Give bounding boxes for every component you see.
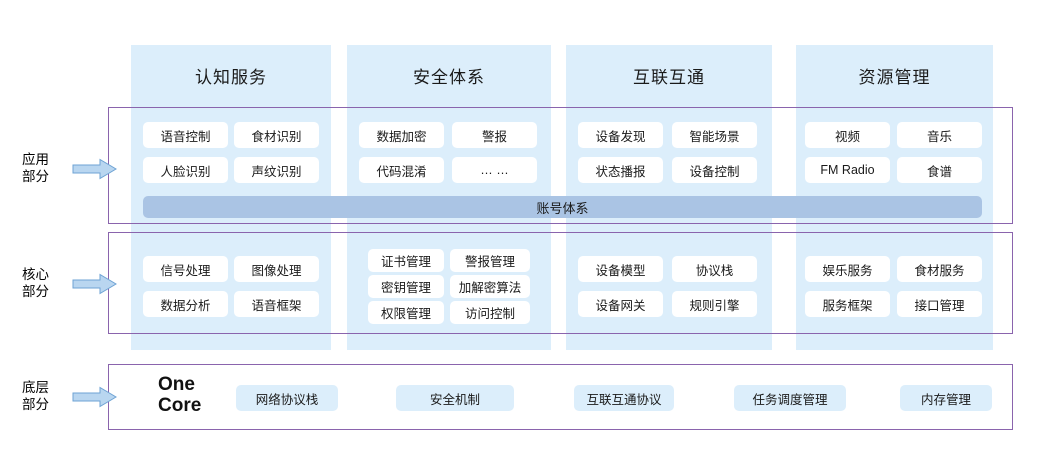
base-chip[interactable]: 安全机制 [396,385,514,411]
column-title-interconnection: 互联互通 [633,68,705,87]
core-chip[interactable]: 接口管理 [897,291,982,317]
app-chip[interactable]: 音乐 [897,122,982,148]
core-chip[interactable]: 食材服务 [897,256,982,282]
right-arrow-icon-application [72,158,118,185]
base-chip[interactable]: 网络协议栈 [236,385,338,411]
core-chip[interactable]: 图像处理 [234,256,319,282]
app-chip[interactable]: 智能场景 [672,122,757,148]
app-chip[interactable]: 设备控制 [672,157,757,183]
core-chip[interactable]: 设备网关 [578,291,663,317]
app-chip[interactable]: 语音控制 [143,122,228,148]
app-chip[interactable]: 警报 [452,122,537,148]
column-title-security-system: 安全体系 [413,68,485,87]
core-chip[interactable]: 设备模型 [578,256,663,282]
layer-label-application: 应用 部分 [22,152,49,184]
right-arrow-icon-base [72,386,118,413]
layer-frame-core [108,232,1013,334]
core-chip[interactable]: 协议栈 [672,256,757,282]
layer-label-base: 底层 部分 [22,380,49,412]
core-chip[interactable]: 娱乐服务 [805,256,890,282]
core-chip[interactable]: 加解密算法 [450,275,530,298]
app-chip[interactable]: 视频 [805,122,890,148]
core-chip[interactable]: 服务框架 [805,291,890,317]
core-chip[interactable]: 规则引擎 [672,291,757,317]
app-chip[interactable]: 状态播报 [578,157,663,183]
app-chip[interactable]: 人脸识别 [143,157,228,183]
layer-label-core: 核心 部分 [22,267,49,299]
right-arrow-icon-core [72,273,118,300]
app-chip[interactable]: 代码混淆 [359,157,444,183]
column-title-cognitive-services: 认知服务 [195,68,267,87]
core-chip[interactable]: 警报管理 [450,249,530,272]
app-chip[interactable]: FM Radio [805,157,890,183]
base-chip[interactable]: 互联互通协议 [574,385,674,411]
base-chip[interactable]: 内存管理 [900,385,992,411]
core-chip[interactable]: 证书管理 [368,249,444,272]
app-chip[interactable]: 食材识别 [234,122,319,148]
base-chip[interactable]: 任务调度管理 [734,385,846,411]
app-chip[interactable]: 数据加密 [359,122,444,148]
core-chip[interactable]: 权限管理 [368,301,444,324]
app-chip[interactable]: … … [452,157,537,183]
account-system-bar[interactable]: 账号体系 [143,196,982,218]
column-title-resource-management: 资源管理 [858,68,931,87]
core-chip[interactable]: 访问控制 [450,301,530,324]
core-chip[interactable]: 语音框架 [234,291,319,317]
app-chip[interactable]: 设备发现 [578,122,663,148]
app-chip[interactable]: 食谱 [897,157,982,183]
onecore-brand-label: One Core [158,374,202,416]
core-chip[interactable]: 信号处理 [143,256,228,282]
core-chip[interactable]: 数据分析 [143,291,228,317]
app-chip[interactable]: 声纹识别 [234,157,319,183]
core-chip[interactable]: 密钥管理 [368,275,444,298]
